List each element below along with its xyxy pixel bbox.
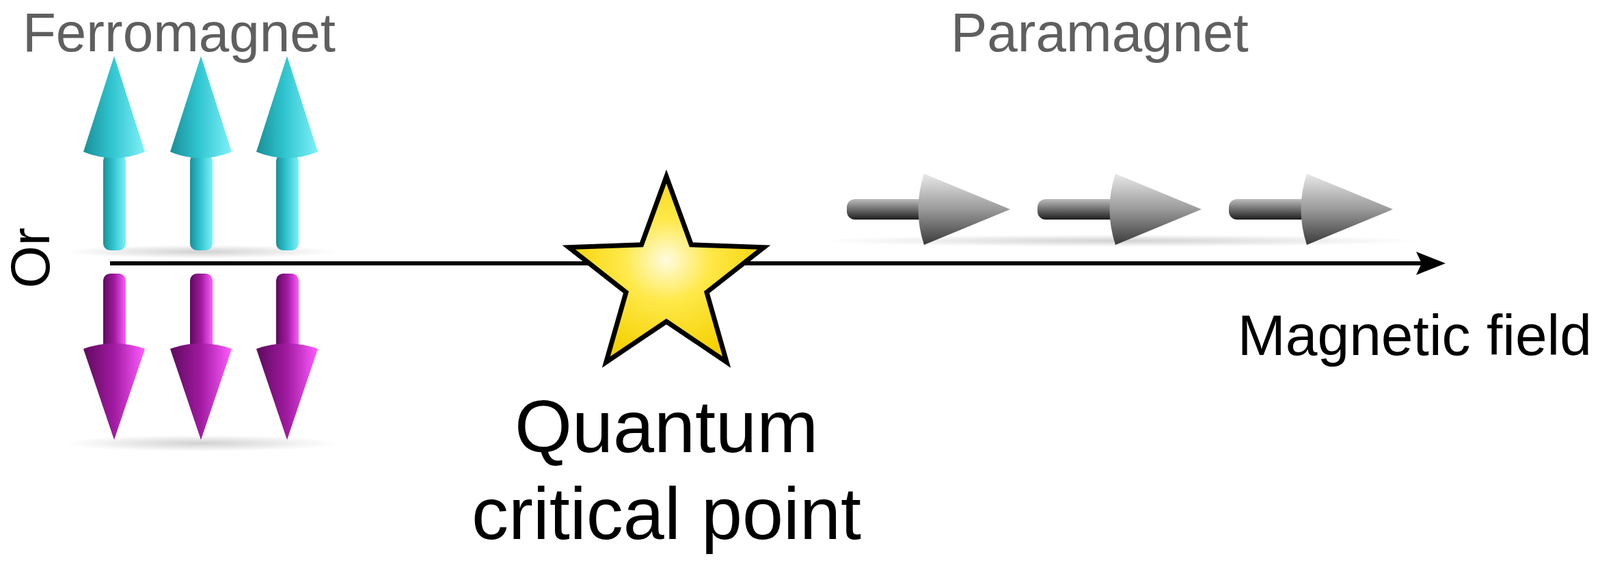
spin-down-arrows bbox=[83, 273, 318, 440]
phase-label: Ferromagnet bbox=[22, 5, 336, 61]
critical-point-star bbox=[568, 176, 764, 362]
critical-point-label: Quantum critical point bbox=[420, 382, 913, 558]
phase-label: Paramagnet bbox=[950, 5, 1249, 61]
axis-arrowhead bbox=[1416, 251, 1446, 275]
field-axis bbox=[110, 261, 1426, 266]
or-label: Or bbox=[3, 227, 59, 289]
axis-label: Magnetic field bbox=[1237, 306, 1592, 364]
spin-up-arrows bbox=[83, 56, 318, 251]
spin-right-arrows bbox=[846, 173, 1393, 245]
